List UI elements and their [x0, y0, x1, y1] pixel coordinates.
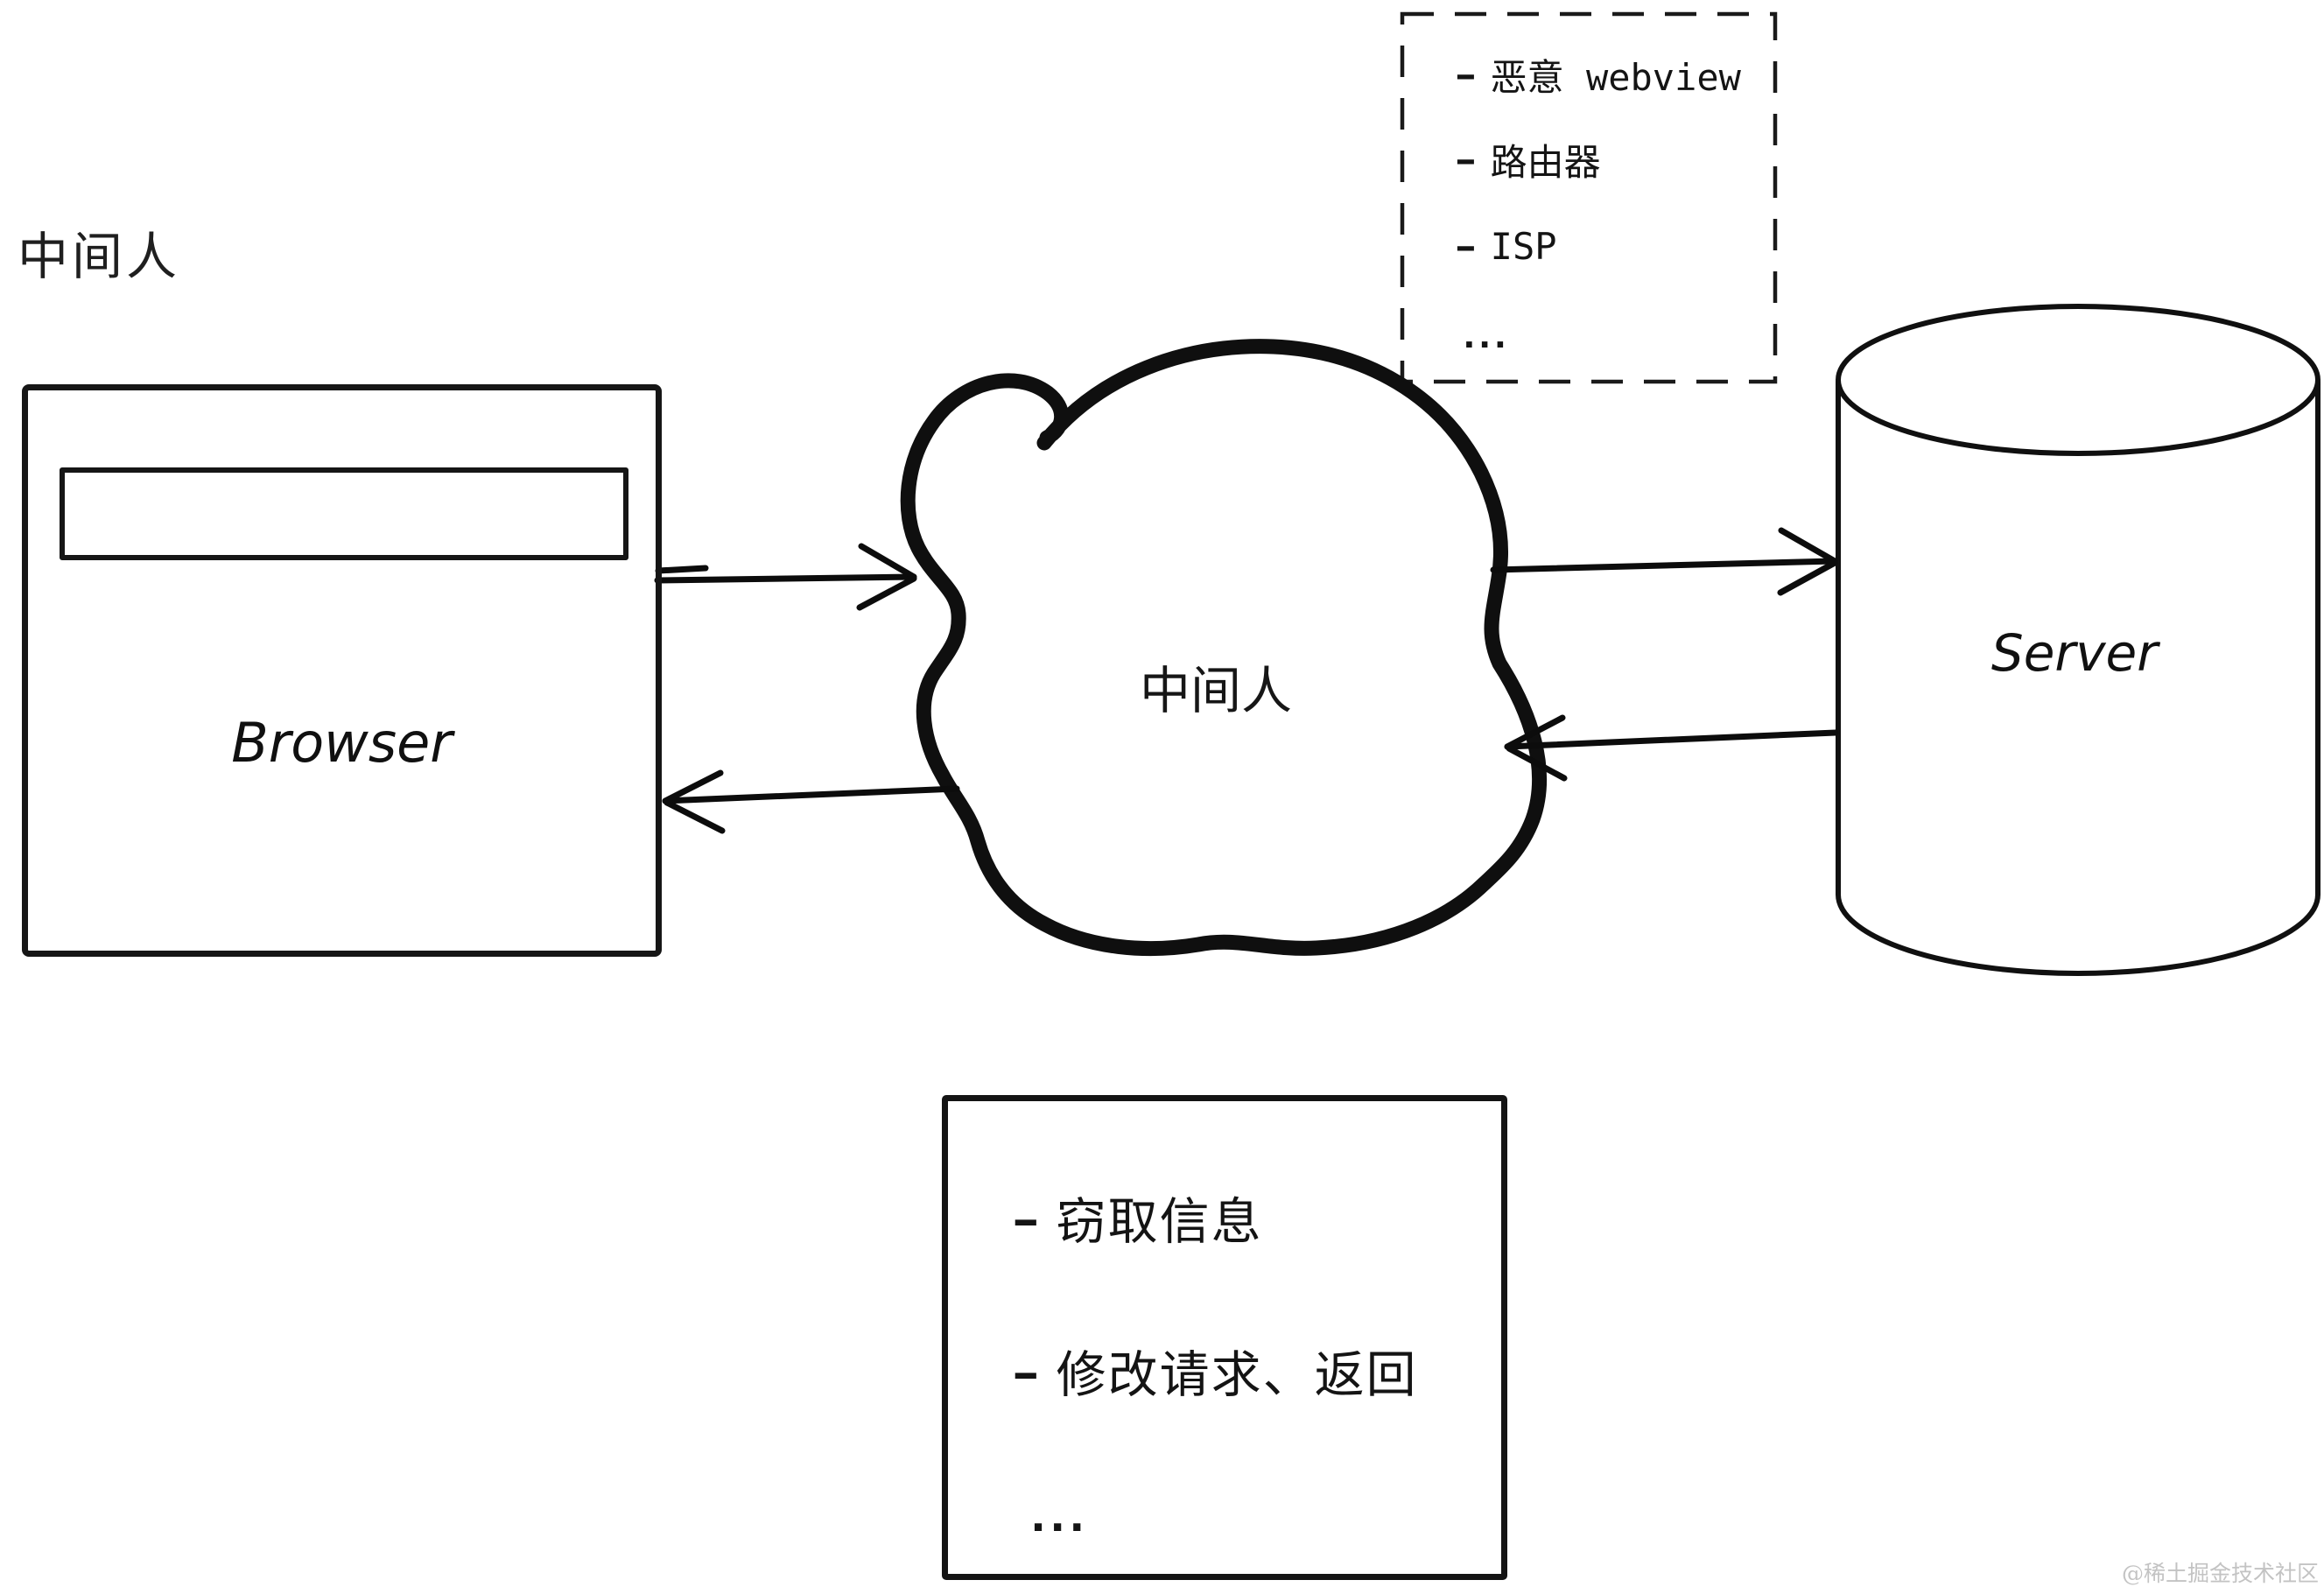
attack-vector-label: 路由器: [1490, 140, 1601, 184]
attack-action-label: 修改请求、返回: [1056, 1347, 1418, 1403]
attack-action-item: - 窃取信息: [1012, 1190, 1263, 1251]
arrow-browser-to-mitm: [654, 543, 917, 611]
watermark: @稀土掘金技术社区: [2121, 1561, 2319, 1586]
arrow-mitm-to-browser: [662, 769, 960, 834]
attack-action-item: - 修改请求、返回: [1012, 1344, 1418, 1404]
arrow-mitm-to-server: [1490, 527, 1838, 596]
server-label: Server: [1990, 623, 2159, 683]
server-cylinder-top: [1836, 304, 2320, 456]
server-cylinder-body: [1836, 379, 2320, 976]
bullet-dash: -: [1455, 224, 1477, 267]
mitm-cloud-shape: [900, 339, 1548, 957]
bullet-dash: -: [1012, 1343, 1040, 1399]
bullet-dash: -: [1012, 1190, 1040, 1246]
attack-vector-label: 恶意 webview: [1490, 55, 1741, 99]
browser-box: Browser: [22, 384, 662, 957]
attack-vector-item: - 路由器: [1455, 134, 1601, 185]
browser-label: Browser: [231, 711, 453, 775]
attack-action-ellipsis: ...: [1031, 1485, 1090, 1542]
attack-action-label: 窃取信息: [1056, 1194, 1263, 1250]
attack-vector-item: - 恶意 webview: [1455, 49, 1741, 100]
page-title: 中间人: [18, 228, 181, 285]
attack-vectors-box-border: [1400, 11, 1778, 384]
attack-vector-item: - ISP: [1455, 221, 1557, 271]
arrow-tail-tick: [655, 565, 709, 574]
attack-vector-ellipsis: ...: [1464, 311, 1511, 356]
bullet-dash: -: [1455, 137, 1477, 180]
attack-vector-label: ISP: [1490, 224, 1557, 268]
mitm-cloud-label: 中间人: [1139, 663, 1292, 720]
browser-address-bar: [60, 467, 628, 560]
arrow-server-to-mitm: [1504, 714, 1839, 782]
bullet-dash: -: [1455, 53, 1477, 95]
attack-actions-box: [942, 1095, 1507, 1580]
